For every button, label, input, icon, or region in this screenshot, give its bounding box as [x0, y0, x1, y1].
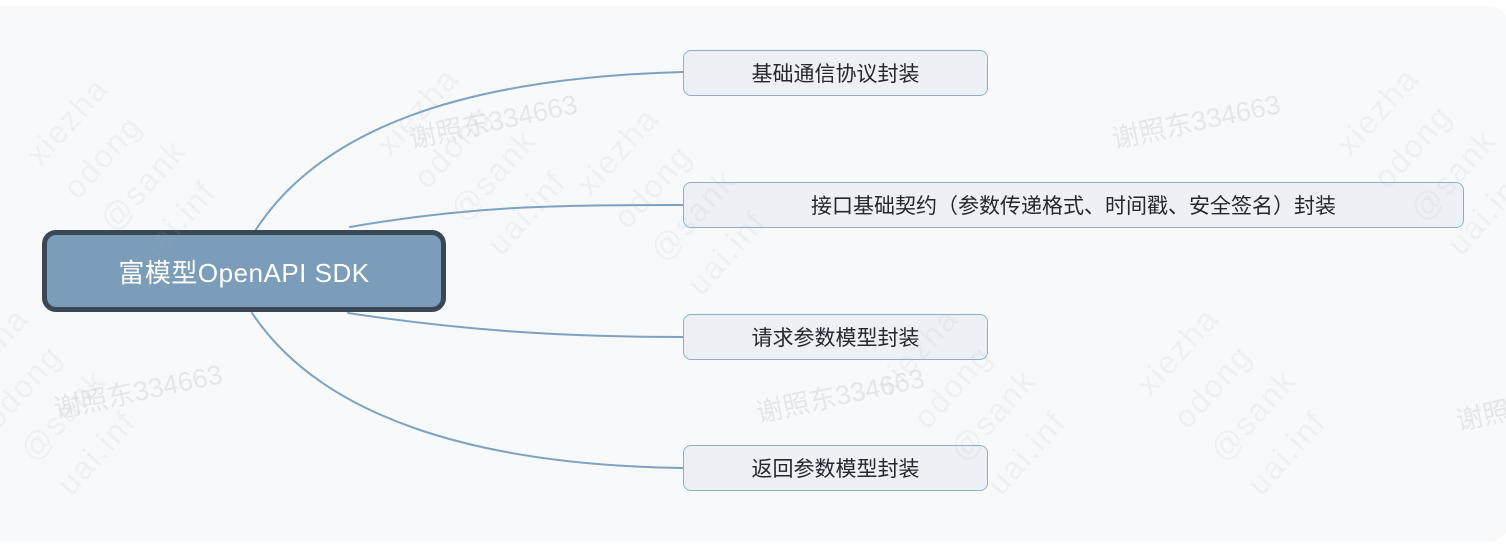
- child-node-1[interactable]: 基础通信协议封装: [683, 50, 988, 96]
- root-node[interactable]: 富模型OpenAPI SDK: [42, 230, 446, 312]
- child-node-2[interactable]: 接口基础契约（参数传递格式、时间戳、安全签名）封装: [683, 182, 1464, 228]
- child-node-3[interactable]: 请求参数模型封装: [683, 314, 988, 360]
- child-node-4[interactable]: 返回参数模型封装: [683, 445, 988, 491]
